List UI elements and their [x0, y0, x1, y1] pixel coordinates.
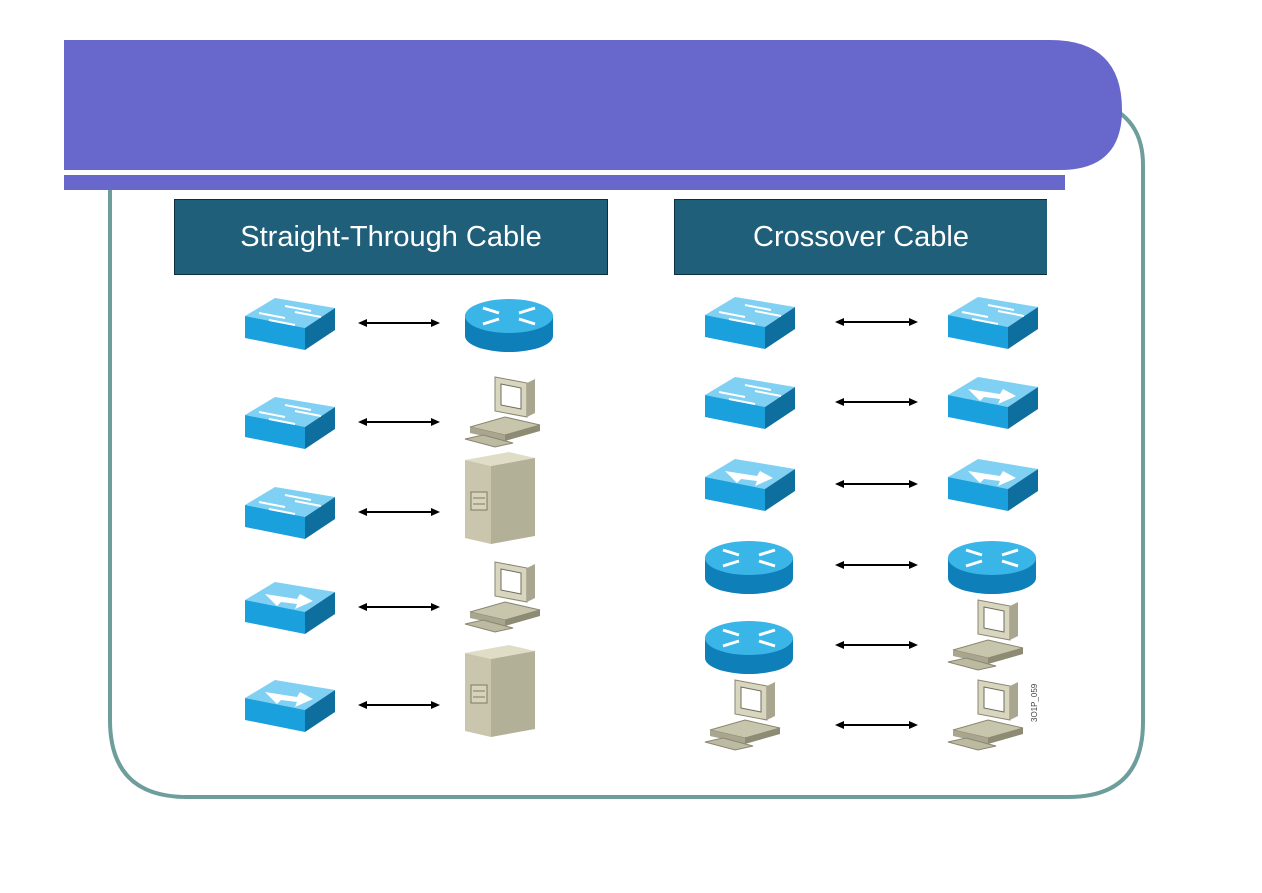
- double-arrow: [835, 561, 918, 569]
- switch-icon: [244, 297, 336, 351]
- double-arrow: [358, 418, 440, 426]
- hub-icon: [245, 680, 335, 732]
- double-arrow: [835, 398, 918, 406]
- hub-icon: [705, 459, 795, 511]
- server-icon: [464, 451, 536, 545]
- double-arrow: [358, 701, 440, 709]
- pc-icon: [947, 599, 1024, 671]
- pc-icon: [704, 679, 781, 751]
- hub-icon: [948, 377, 1038, 429]
- router-icon: [946, 539, 1038, 596]
- router-icon: [463, 297, 555, 354]
- double-arrow: [835, 721, 918, 729]
- title-banner: [64, 40, 1122, 170]
- frame-border: [108, 103, 1145, 799]
- straight-through-header: Straight-Through Cable: [174, 199, 608, 275]
- double-arrow: [358, 319, 440, 327]
- connection-row: [245, 644, 536, 738]
- double-arrow: [358, 603, 440, 611]
- connection-row: [705, 459, 1038, 511]
- connection-row: [703, 539, 1038, 596]
- switch-icon: [244, 396, 336, 450]
- double-arrow: [358, 508, 440, 516]
- hub-icon: [948, 459, 1038, 511]
- connection-row: [244, 376, 541, 450]
- hub-icon: [245, 582, 335, 634]
- pc-icon: [947, 679, 1024, 751]
- connection-row: [244, 451, 536, 545]
- straight-through-rows: [244, 297, 555, 738]
- double-arrow: [835, 480, 918, 488]
- double-arrow: [835, 318, 918, 326]
- connection-row: [704, 296, 1039, 350]
- connection-row: [244, 297, 555, 354]
- switch-icon: [704, 376, 796, 430]
- connection-row: [704, 376, 1038, 430]
- pc-icon: [464, 376, 541, 448]
- figure-code: 3O1P_059: [1030, 683, 1039, 722]
- connection-row: [245, 561, 541, 634]
- banner-underline: [64, 175, 1065, 190]
- connection-row: [704, 679, 1024, 751]
- pc-icon: [464, 561, 541, 633]
- connection-row: [703, 599, 1024, 676]
- server-icon: [464, 644, 536, 738]
- switch-icon: [947, 296, 1039, 350]
- router-icon: [703, 539, 795, 596]
- crossover-header: Crossover Cable: [674, 199, 1047, 275]
- switch-icon: [244, 486, 336, 540]
- switch-icon: [704, 296, 796, 350]
- double-arrow: [835, 641, 918, 649]
- crossover-rows: [703, 296, 1039, 751]
- router-icon: [703, 619, 795, 676]
